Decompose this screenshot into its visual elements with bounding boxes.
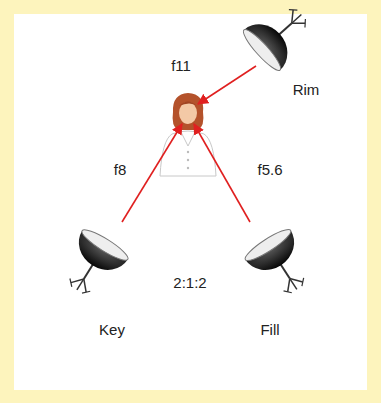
light-name: Fill (260, 322, 279, 339)
light-beam (194, 124, 250, 222)
model-figure (160, 93, 216, 176)
aperture-value: f11 (171, 58, 191, 75)
key-light (54, 226, 131, 305)
light-beam (198, 66, 256, 104)
aperture-value: f8 (114, 162, 127, 179)
light-name: Key (99, 322, 125, 339)
light-name: Rim (293, 82, 320, 99)
lighting-ratio: 2:1:2 (173, 275, 206, 292)
aperture-value: f5.6 (257, 162, 282, 179)
light-beam (122, 124, 182, 222)
rim-light (239, 0, 319, 74)
fill-light (242, 225, 319, 304)
